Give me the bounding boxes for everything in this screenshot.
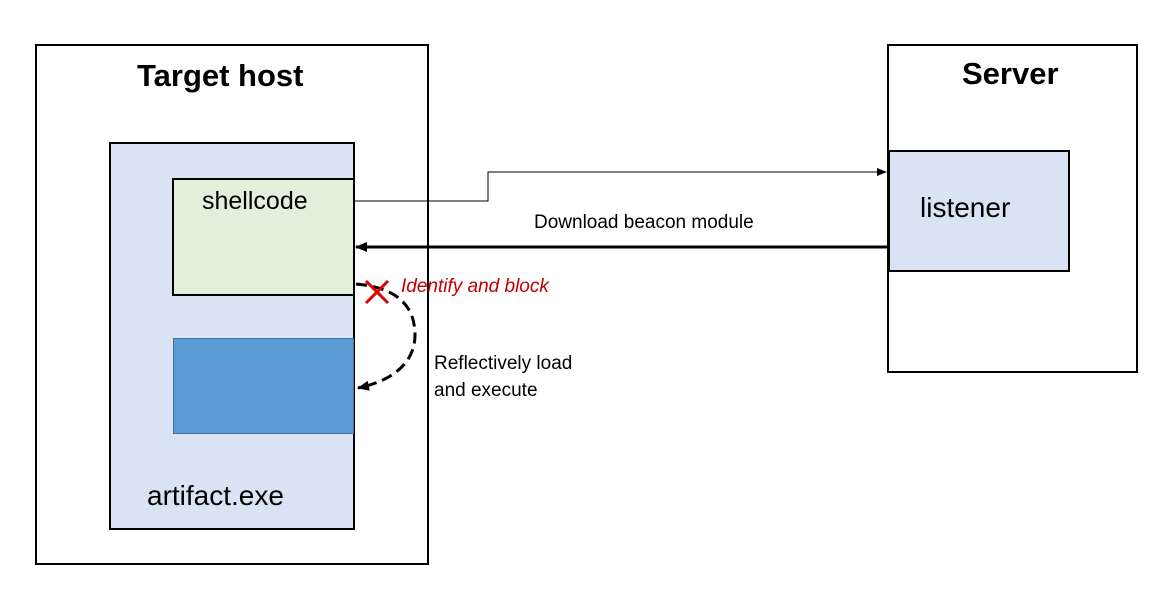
download-label: Download beacon module bbox=[534, 212, 754, 233]
shellcode-to-listener-connector bbox=[355, 168, 887, 202]
shellcode-box bbox=[172, 178, 355, 296]
reflective-load-dashed-arrow bbox=[355, 282, 417, 391]
listener-box bbox=[888, 150, 1070, 272]
block-cross-icon bbox=[364, 279, 390, 305]
target-host-title: Target host bbox=[137, 58, 304, 93]
beacon-module-box bbox=[173, 338, 354, 434]
block-label: Identify and block bbox=[401, 276, 549, 297]
artifact-label: artifact.exe bbox=[147, 480, 284, 511]
listener-label: listener bbox=[920, 192, 1011, 223]
reflective-label-line2: and execute bbox=[434, 380, 538, 401]
reflective-label-line1: Reflectively load bbox=[434, 353, 573, 374]
shellcode-label: shellcode bbox=[202, 187, 308, 215]
server-title: Server bbox=[962, 56, 1059, 91]
